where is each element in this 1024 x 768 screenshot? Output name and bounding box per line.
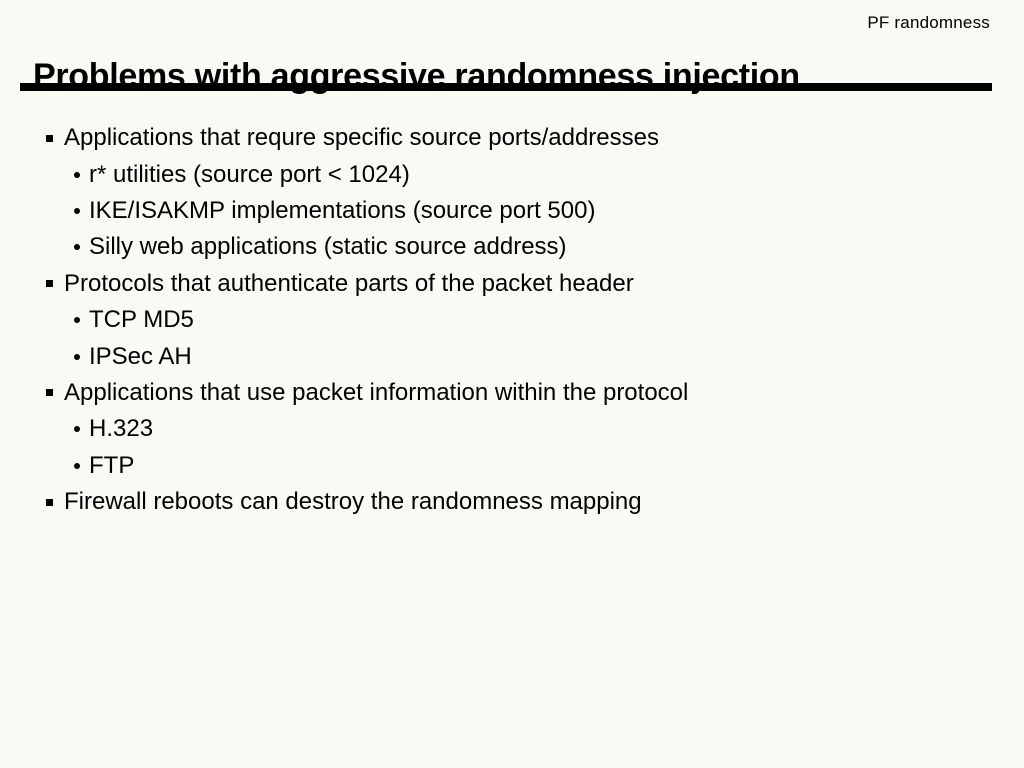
dot-bullet-icon [74,462,80,469]
bullet-item: Protocols that authenticate parts of the… [46,266,1004,302]
square-bullet-icon [46,134,53,142]
dot-bullet-icon [74,353,80,360]
sub-bullet-item: H.323 [46,411,1004,447]
sub-bullet-item: TCP MD5 [46,302,1004,338]
sub-bullet-text: r* utilities (source port < 1024) [89,160,410,188]
title-rule-divider [20,83,992,91]
bullet-list: Applications that requre specific source… [46,120,1004,520]
bullet-item: Applications that requre specific source… [46,120,1004,156]
dot-bullet-icon [74,317,80,324]
deck-name-label: PF randomness [867,13,990,32]
sub-bullet-item: r* utilities (source port < 1024) [46,156,1004,192]
dot-bullet-icon [74,207,80,214]
dot-bullet-icon [74,426,80,433]
square-bullet-icon [46,498,53,506]
bullet-text: Firewall reboots can destroy the randomn… [64,488,642,516]
bullet-item: Firewall reboots can destroy the randomn… [46,484,1004,520]
sub-bullet-item: FTP [46,448,1004,484]
sub-bullet-item: IKE/ISAKMP implementations (source port … [46,193,1004,229]
bullet-item: Applications that use packet information… [46,375,1004,411]
sub-bullet-text: IPSec AH [89,342,192,370]
dot-bullet-icon [74,244,80,251]
sub-bullet-item: Silly web applications (static source ad… [46,229,1004,265]
bullet-text: Protocols that authenticate parts of the… [64,269,634,297]
sub-bullet-text: TCP MD5 [89,306,194,334]
sub-bullet-text: Silly web applications (static source ad… [89,233,567,261]
bullet-text: Applications that use packet information… [64,378,689,406]
square-bullet-icon [46,389,53,397]
sub-bullet-item: IPSec AH [46,338,1004,374]
square-bullet-icon [46,280,53,288]
dot-bullet-icon [74,171,80,178]
bullet-text: Applications that requre specific source… [64,124,659,152]
sub-bullet-text: IKE/ISAKMP implementations (source port … [89,196,596,224]
sub-bullet-text: H.323 [89,415,154,443]
sub-bullet-text: FTP [89,451,135,479]
